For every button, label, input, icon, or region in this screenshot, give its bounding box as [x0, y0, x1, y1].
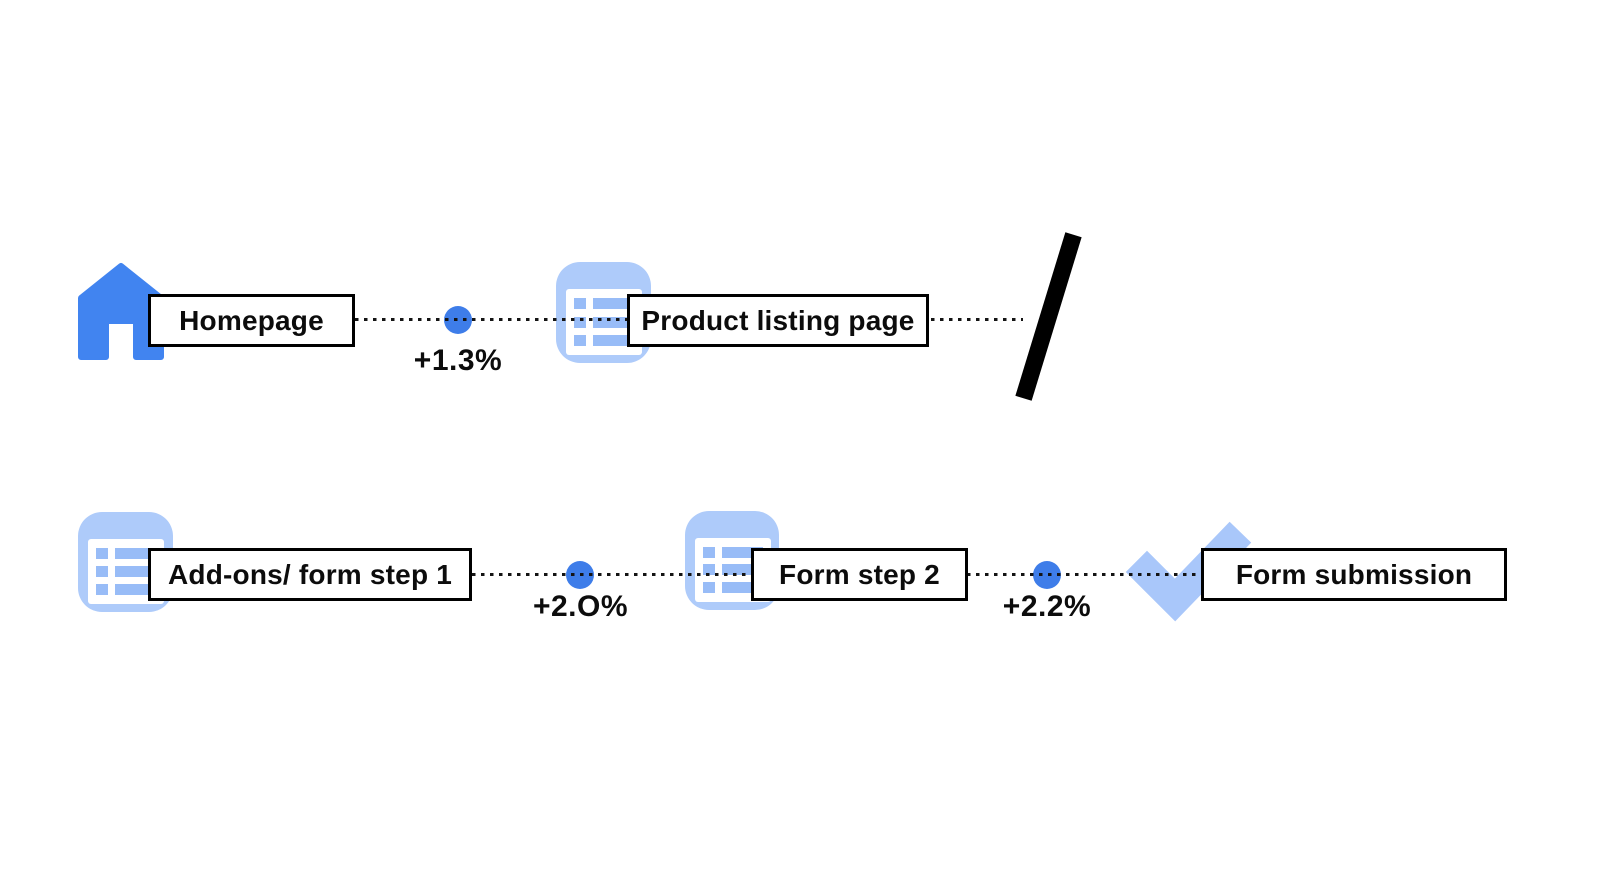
node-label-text: Product listing page: [641, 304, 915, 336]
node-label-text: Add-ons/ form step 1: [167, 558, 452, 590]
connector-delta-label: +1.3%: [413, 344, 503, 377]
node-label-addons-form-step-1: Add-ons/ form step 1: [148, 548, 472, 601]
node-label-homepage: Homepage: [148, 294, 355, 347]
node-label-form-step-2: Form step 2: [751, 548, 968, 601]
connector-delta-label: +2.2%: [1002, 590, 1092, 623]
slash-icon: [1015, 232, 1082, 401]
node-label-form-submission: Form submission: [1201, 548, 1507, 601]
node-label-text: Form submission: [1235, 558, 1473, 590]
node-label-text: Form step 2: [779, 558, 940, 590]
connector-delta-label: +2.O%: [532, 590, 629, 623]
node-label-text: Homepage: [179, 304, 324, 336]
node-label-product-listing-page: Product listing page: [627, 294, 929, 347]
